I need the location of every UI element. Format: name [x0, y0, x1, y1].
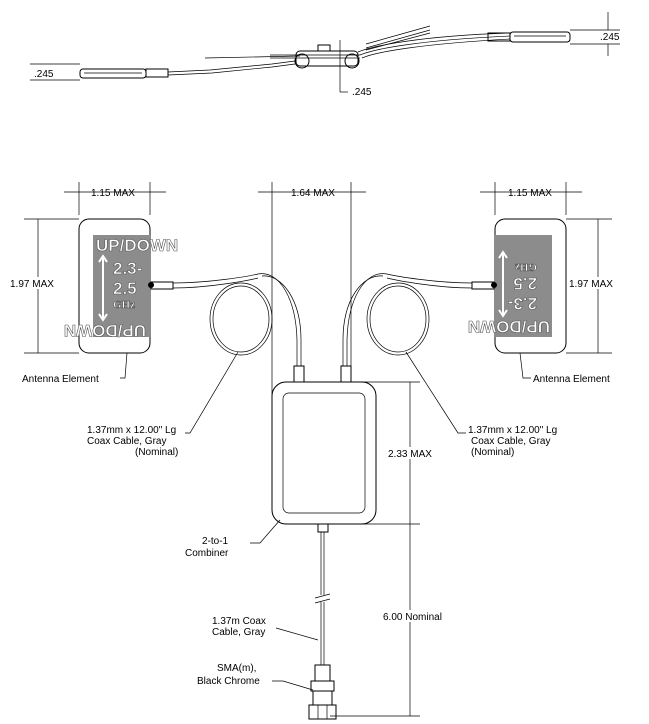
- callout-combiner-1: 2-to-1: [202, 536, 229, 547]
- side-dim-right: .245: [600, 32, 620, 43]
- sma-connector: [308, 664, 337, 720]
- right-coax-cable: [340, 273, 495, 383]
- side-right-coil: [270, 25, 511, 59]
- dim-combiner-height: 2.33 MAX: [388, 449, 432, 460]
- side-left-connector: [145, 68, 169, 78]
- dim-right-width: 1.15 MAX: [508, 188, 552, 199]
- dim-right-height: 1.97 MAX: [569, 279, 613, 290]
- combiner-body: [271, 381, 377, 533]
- callout-coax-left-1: 1.37mm x 12.00" Lg: [87, 425, 176, 436]
- antenna-element-right: UP/DOWN 2.3- 2.5 GHz: [468, 218, 567, 354]
- output-cable: [314, 532, 331, 665]
- side-left-cable: [167, 60, 296, 73]
- top-dimensions: 1.15 MAX 1.64 MAX 1.15 MAX 1.97 MAX 1.97…: [8, 182, 628, 717]
- left-coax-cable: [150, 273, 305, 383]
- callout-coax-left-2: Coax Cable, Gray: [87, 436, 166, 447]
- right-band-line1: 2.3-: [508, 294, 537, 313]
- side-combiner: [295, 50, 359, 67]
- callout-coax-right-3: (Nominal): [471, 447, 514, 458]
- dim-left-height: 1.97 MAX: [10, 279, 54, 290]
- callout-connector-1: SMA(m),: [217, 663, 256, 674]
- left-updown-text-bottom: UP/DOWN: [64, 321, 146, 340]
- callout-output-cable-1: 1.37m Coax: [212, 616, 266, 627]
- callout-combiner-2: Combiner: [185, 548, 229, 559]
- side-left-element: [79, 68, 147, 79]
- callout-coax-left-3: (Nominal): [135, 447, 178, 458]
- side-dim-left: .245: [34, 69, 54, 80]
- dim-left-width: 1.15 MAX: [91, 188, 135, 199]
- callout-antenna-left: Antenna Element: [22, 374, 99, 385]
- right-unit-text: GHz: [515, 261, 537, 273]
- right-band-line2: 2.5: [513, 274, 537, 293]
- callout-coax-right-2: Coax Cable, Gray: [471, 436, 550, 447]
- side-view: .245 .245 .245: [30, 12, 620, 98]
- side-dim-center: .245: [352, 87, 372, 98]
- antenna-element-left: UP/DOWN 2.3- 2.5 GHz UP/DOWN: [64, 218, 178, 354]
- side-right-element: [509, 31, 571, 43]
- right-updown-text: UP/DOWN: [468, 317, 550, 336]
- dim-center-width: 1.64 MAX: [291, 188, 335, 199]
- left-band-line2: 2.5: [113, 279, 137, 298]
- callout-antenna-right: Antenna Element: [533, 374, 610, 385]
- left-updown-text: UP/DOWN: [96, 236, 178, 255]
- callouts: Antenna Element Antenna Element 1.37mm x…: [22, 351, 610, 691]
- callout-coax-right-1: 1.37mm x 12.00" Lg: [468, 425, 557, 436]
- left-band-line1: 2.3-: [113, 259, 142, 278]
- callout-connector-2: Black Chrome: [197, 676, 260, 687]
- left-unit-text: GHz: [113, 299, 135, 311]
- dim-cable-length: 6.00 Nominal: [383, 612, 442, 623]
- callout-output-cable-2: Cable, Gray: [212, 627, 265, 638]
